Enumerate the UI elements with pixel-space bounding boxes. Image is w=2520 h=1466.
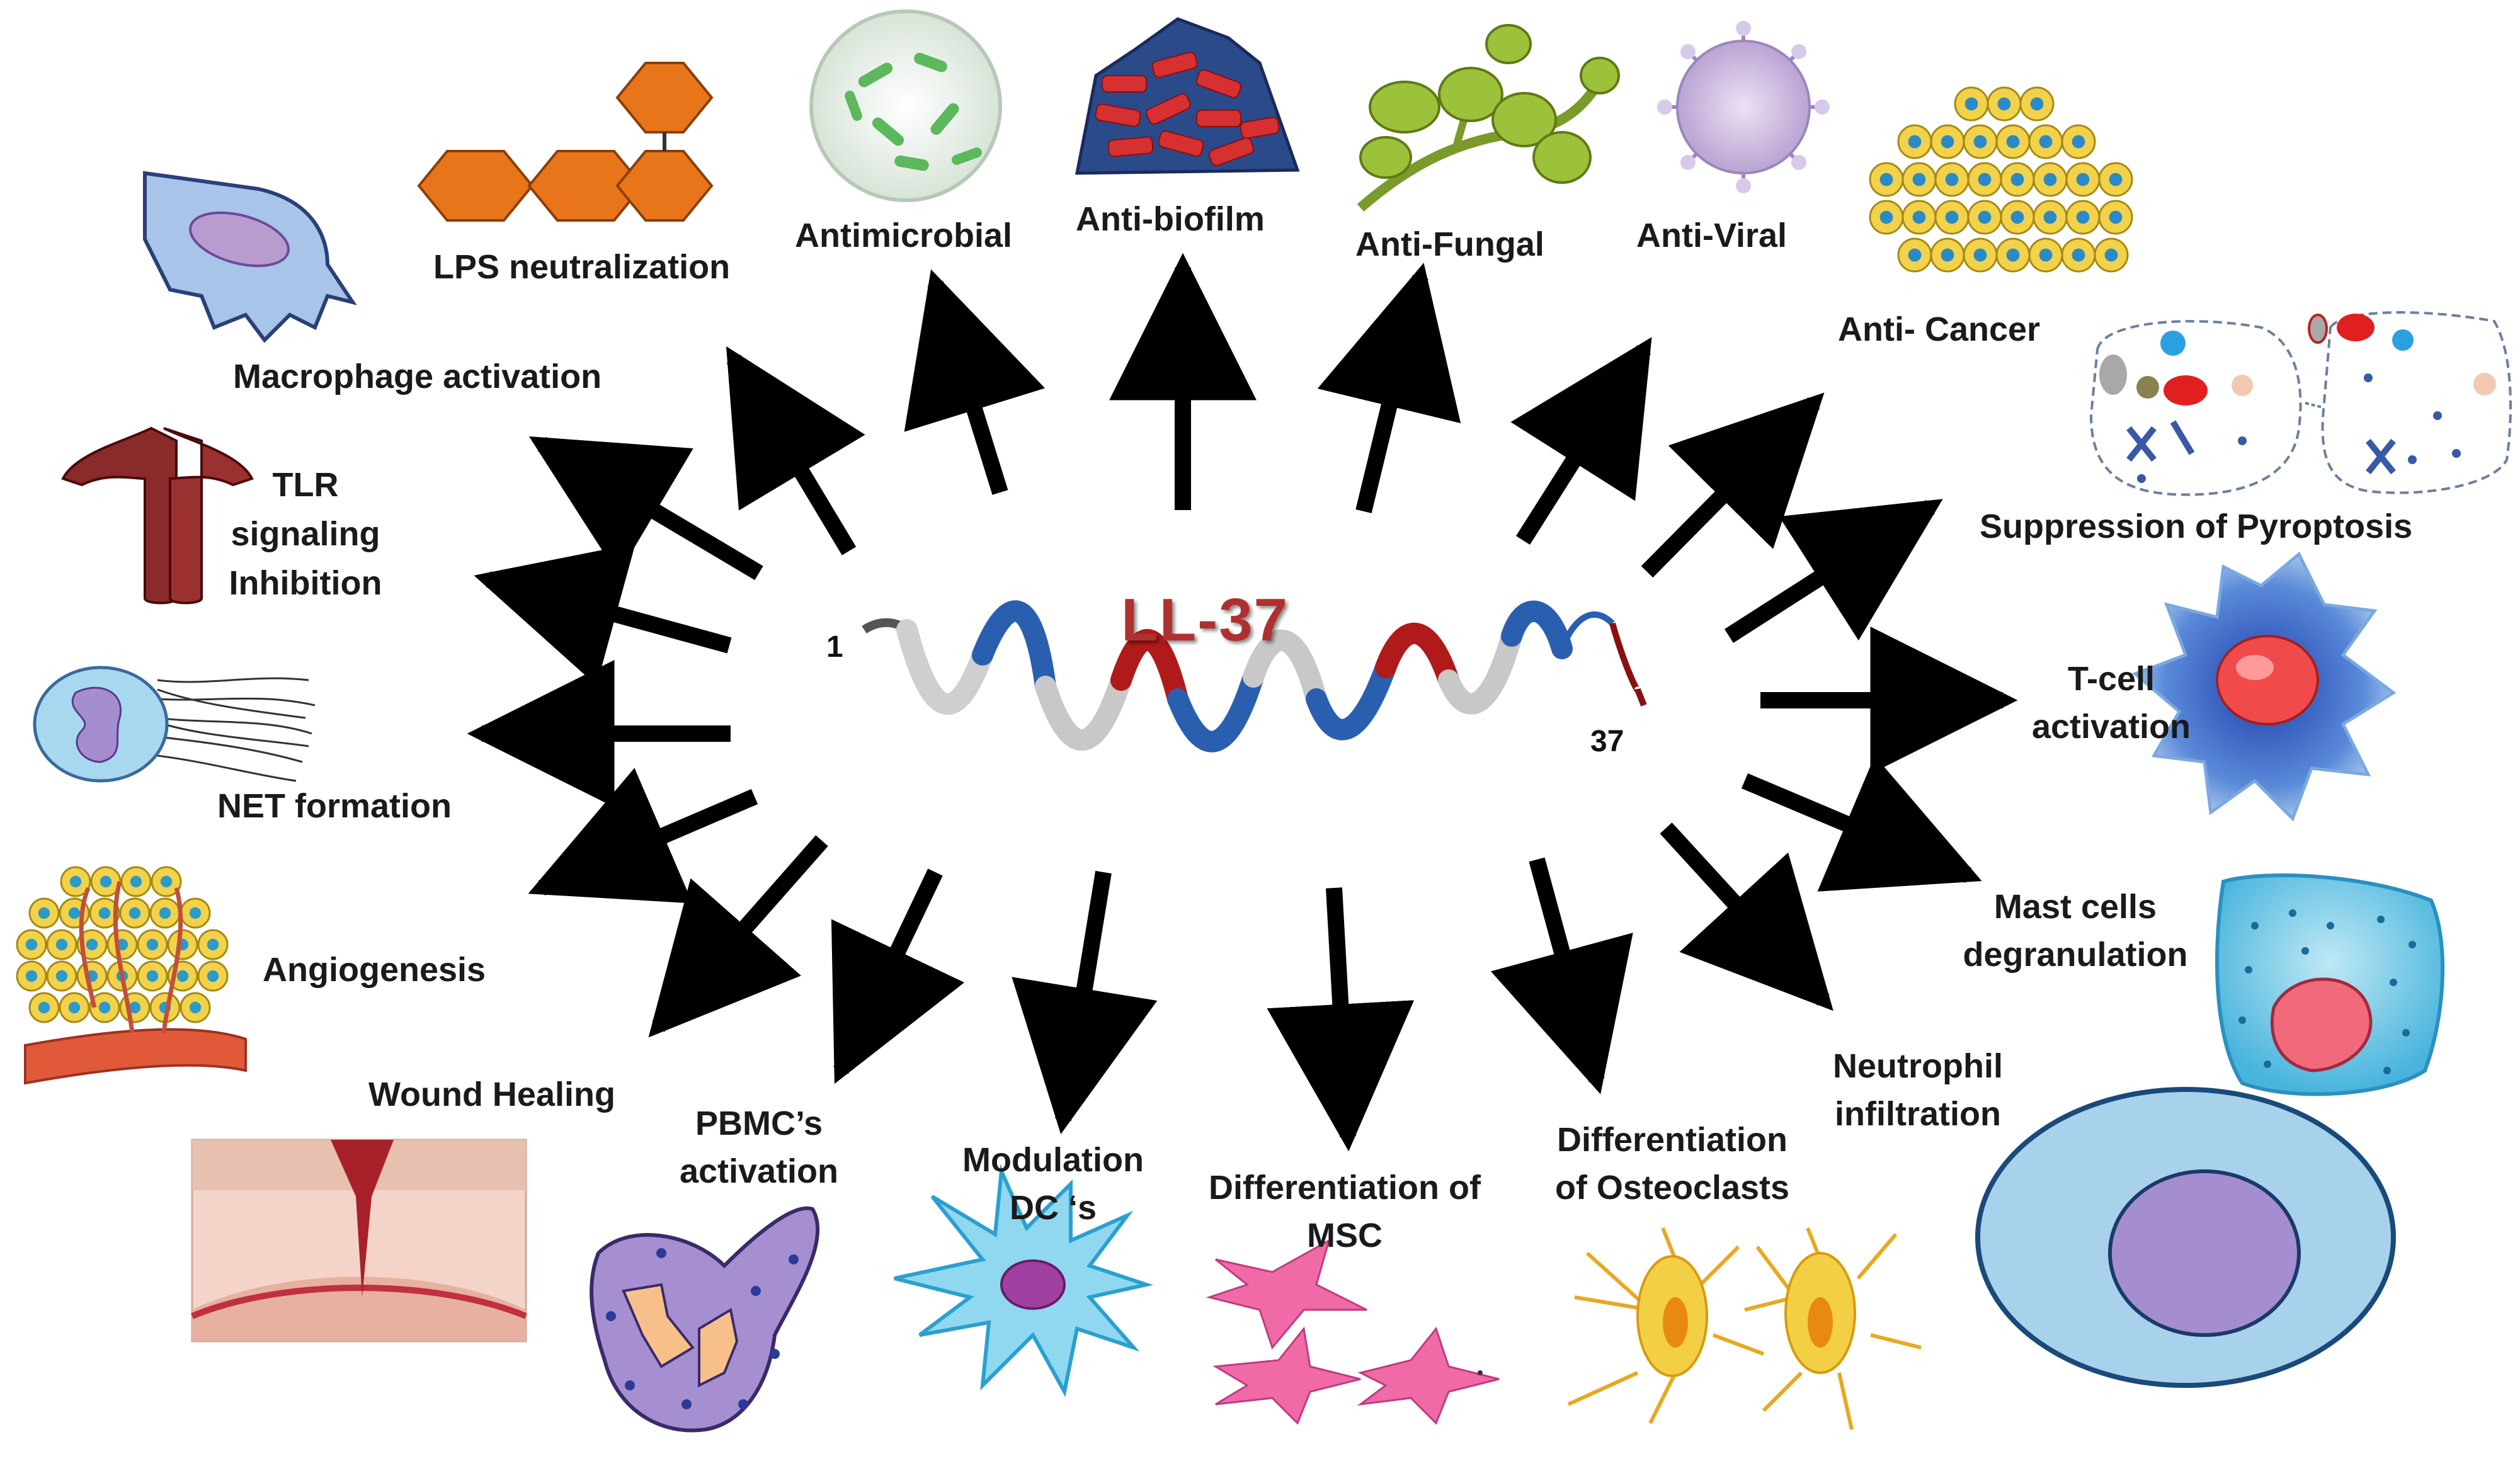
label-net-formation: NET formation xyxy=(217,787,452,825)
label-macrophage-activation: Macrophage activation xyxy=(233,358,602,395)
arrow-anticancer xyxy=(1641,392,1825,578)
arrow-dc xyxy=(1012,870,1158,1135)
msc-cells-icon xyxy=(1206,1238,1500,1425)
label-msc: MSC xyxy=(1307,1217,1383,1254)
label-tlr: TLR xyxy=(272,466,339,504)
net-neutrophil-icon xyxy=(33,666,316,783)
ll37-helix xyxy=(862,600,1647,753)
cancer-cells-icon xyxy=(1869,86,2133,273)
label-angiogenesis: Angiogenesis xyxy=(263,951,486,989)
c-terminus-label: 37 xyxy=(1590,725,1624,758)
arrow-tlr xyxy=(474,543,732,686)
label-t-cell-activation: activation xyxy=(2031,708,2191,746)
arrow-antiviral xyxy=(1510,337,1652,545)
neutrophil-icon xyxy=(1975,1087,2396,1388)
label-mast-cells: Mast cells xyxy=(1993,888,2157,926)
angiogenesis-icon xyxy=(16,866,247,1085)
arrow-antimicrobial xyxy=(904,269,1046,495)
label-anti-cancer: Anti- Cancer xyxy=(1838,310,2041,348)
label-t-cell: T-cell xyxy=(2067,660,2155,698)
macrophage-icon xyxy=(143,171,357,343)
label-anti-biofilm: Anti-biofilm xyxy=(1076,200,1265,238)
biofilm-icon xyxy=(1075,17,1300,175)
arrow-wound xyxy=(648,835,828,1038)
arrow-pyroptosis xyxy=(1724,499,1943,643)
label-pbmcs: PBMC’s xyxy=(695,1105,823,1142)
lps-hexagon-icon xyxy=(417,62,714,222)
pbmc-cell-icon xyxy=(590,1206,820,1433)
label-mast-degranulation: degranulation xyxy=(1963,936,2188,974)
osteoclast-icon xyxy=(1567,1227,1922,1430)
wound-skin-icon xyxy=(191,1139,527,1343)
label-tlr-signaling: signaling xyxy=(231,515,380,553)
label-antimicrobial: Antimicrobial xyxy=(795,217,1013,254)
tlr-receptor-icon xyxy=(61,426,254,605)
arrow-mast xyxy=(1741,756,1982,892)
pyroptosis-cells-icon xyxy=(2089,311,2512,496)
mast-cell-icon xyxy=(2215,873,2445,1096)
label-neutrophil: Neutrophil xyxy=(1833,1047,2003,1085)
bacteria-dish-icon xyxy=(809,9,1002,202)
fungus-icon xyxy=(1357,24,1620,212)
arrow-angio xyxy=(528,768,758,904)
arrow-macrophage xyxy=(528,436,763,581)
label-tlr-inhibition: Inhibition xyxy=(229,564,382,602)
arrows xyxy=(467,253,2018,1152)
label-differentiation-of: Differentiation of xyxy=(1209,1169,1481,1207)
n-terminus-label: 1 xyxy=(826,630,843,664)
label-anti-viral: Anti-Viral xyxy=(1636,217,1787,254)
arrow-pbmc xyxy=(831,868,965,1084)
label-neutrophil-infiltration: infiltration xyxy=(1835,1095,2001,1133)
dendritic-cell-icon xyxy=(894,1164,1154,1397)
label-dc: DC ‘s xyxy=(1009,1189,1097,1227)
arrow-lps xyxy=(726,346,865,555)
label-wound-healing: Wound Healing xyxy=(368,1076,615,1113)
label-suppression-pyroptosis: Suppression of Pyroptosis xyxy=(1980,508,2413,545)
label-pbmc-activation: activation xyxy=(679,1152,839,1190)
virus-icon xyxy=(1657,21,1830,193)
arrow-osteoclasts xyxy=(1490,857,1633,1094)
arrow-neutrophil xyxy=(1660,822,1833,1011)
t-cell-icon xyxy=(2132,552,2397,822)
label-modulation: Modulation xyxy=(962,1141,1144,1179)
label-of-osteoclasts: of Osteoclasts xyxy=(1554,1169,1790,1207)
arrow-antifungal xyxy=(1317,263,1461,514)
arrow-msc xyxy=(1267,887,1415,1152)
label-lps-neutralization: LPS neutralization xyxy=(433,248,731,286)
label-differentiation-osteo: Differentiation xyxy=(1556,1121,1788,1159)
ll37-title: LL-37 xyxy=(1121,586,1289,654)
label-anti-fungal: Anti-Fungal xyxy=(1355,225,1544,263)
